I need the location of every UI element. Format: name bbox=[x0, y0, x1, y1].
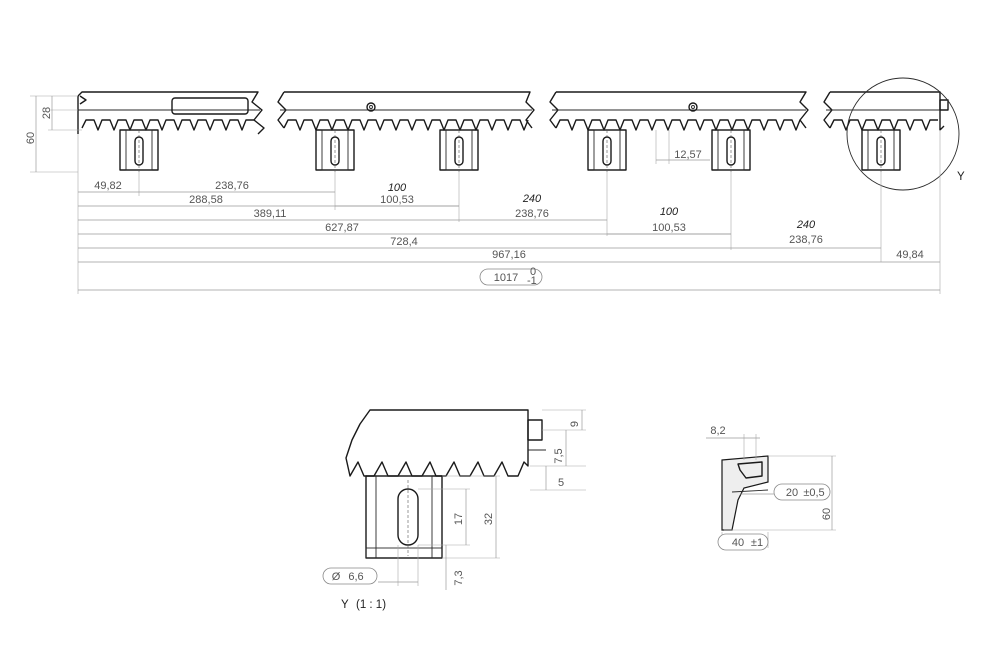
detail-marker-y: Y bbox=[957, 171, 965, 183]
dim-first-slot: 49,82 bbox=[94, 180, 122, 192]
dim-gap-238-76-c: 238,76 bbox=[789, 234, 823, 246]
tol-width-20: ±0,5 bbox=[803, 487, 824, 499]
dim-cum-4: 728,4 bbox=[390, 236, 418, 248]
tol-lower: -1 bbox=[527, 275, 537, 287]
dim-gap-100-53-a: 100,53 bbox=[380, 194, 414, 206]
width-20-box bbox=[773, 483, 831, 501]
dim-cum-2: 389,11 bbox=[254, 208, 287, 220]
dim-cum-3: 627,87 bbox=[325, 222, 359, 234]
hole-diameter-box bbox=[322, 567, 378, 585]
rack-segment-2 bbox=[277, 91, 535, 172]
width-40-box bbox=[717, 533, 769, 551]
detail-view-y bbox=[345, 409, 546, 559]
dim-d32: 32 bbox=[483, 513, 495, 525]
dim-total-length: 1017 bbox=[494, 272, 518, 284]
section-dims bbox=[706, 434, 836, 548]
dim-seg-240-a: 240 bbox=[522, 193, 542, 205]
dim-width-20: 20 bbox=[786, 487, 798, 499]
dim-cum-1: 288,58 bbox=[189, 194, 223, 206]
tol-width-40: ±1 bbox=[751, 537, 763, 549]
dim-height-60: 60 bbox=[25, 132, 37, 144]
dim-pitch-100-a: 100 bbox=[388, 182, 407, 194]
detail-title: Y bbox=[341, 599, 349, 611]
detail-dims bbox=[378, 409, 586, 590]
dim-last-slot: 49,84 bbox=[896, 249, 924, 261]
dim-height-60-section: 60 bbox=[821, 508, 833, 520]
dim-width-40: 40 bbox=[732, 537, 744, 549]
dim-hole-diameter: 6,6 bbox=[348, 571, 363, 583]
section-view bbox=[721, 455, 769, 531]
detail-scale: (1 : 1) bbox=[356, 599, 386, 611]
dim-d9: 9 bbox=[569, 421, 581, 427]
rack-segment-4 bbox=[823, 77, 960, 191]
dim-d7-5: 7,5 bbox=[553, 448, 565, 463]
dim-slot-width: 12,57 bbox=[674, 149, 702, 161]
detail-circle-y bbox=[846, 77, 960, 191]
vertical-dims bbox=[30, 95, 82, 173]
dim-d8-2: 8,2 bbox=[710, 425, 725, 437]
diameter-symbol: Ø bbox=[332, 571, 341, 583]
dim-gap-100-53-b: 100,53 bbox=[652, 222, 686, 234]
dim-d7-3: 7,3 bbox=[453, 570, 465, 585]
dim-d5: 5 bbox=[558, 477, 564, 489]
tol-upper: 0 bbox=[530, 266, 536, 278]
dim-pitch-28: 28 bbox=[41, 107, 53, 119]
dim-slot-gap-a: 238,76 bbox=[215, 180, 249, 192]
dim-gap-238-76-b: 238,76 bbox=[515, 208, 549, 220]
dim-cum-5: 967,16 bbox=[492, 249, 526, 261]
dim-pitch-100-b: 100 bbox=[660, 206, 679, 218]
horizontal-dim-lines bbox=[77, 130, 941, 294]
rack-segment-1 bbox=[77, 91, 265, 172]
dim-seg-240-b: 240 bbox=[796, 219, 816, 231]
total-length-box bbox=[479, 268, 543, 286]
dim-d17: 17 bbox=[453, 513, 465, 525]
rack-segment-3 bbox=[549, 91, 809, 172]
